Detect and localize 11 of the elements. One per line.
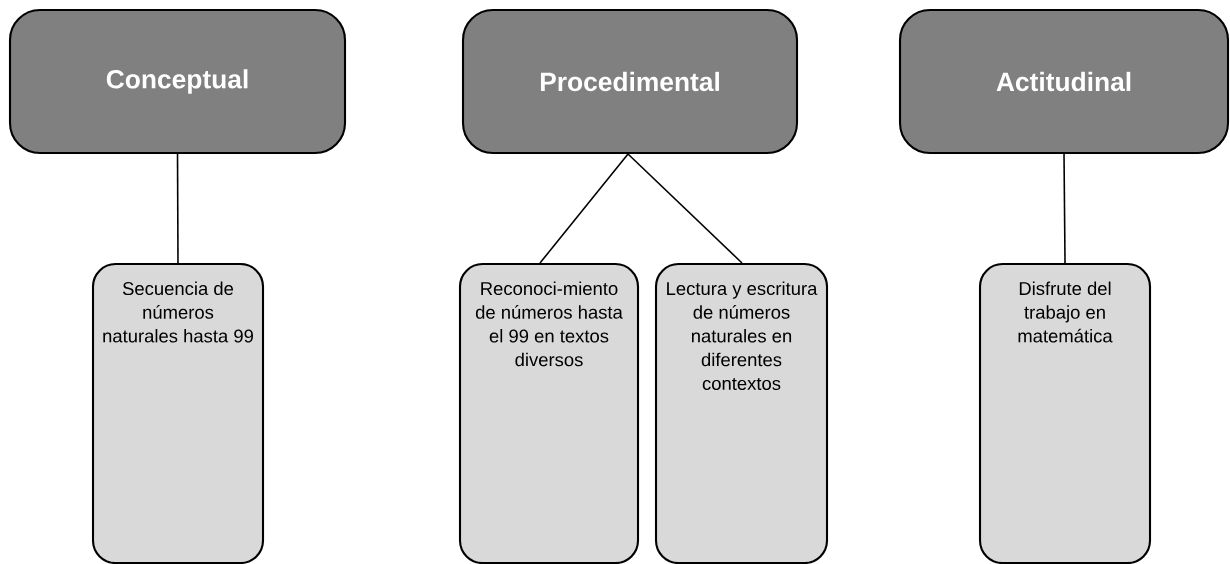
connector-line [627, 153, 743, 264]
content-box: Disfrute del trabajo en matemática [978, 263, 1152, 564]
category-box: Procedimental [461, 8, 799, 155]
content-box: Lectura y escritura de números naturales en diferentes contextos [654, 263, 829, 564]
content-box: Reconoci-miento de números hasta el 99 en textos diversos [458, 263, 640, 564]
connector-line [176, 153, 179, 264]
connector-line [1063, 153, 1066, 264]
category-box: Conceptual [8, 8, 347, 155]
content-box: Secuencia de números naturales hasta 99 [91, 263, 265, 564]
connector-line [539, 153, 629, 264]
category-box: Actitudinal [898, 8, 1230, 155]
